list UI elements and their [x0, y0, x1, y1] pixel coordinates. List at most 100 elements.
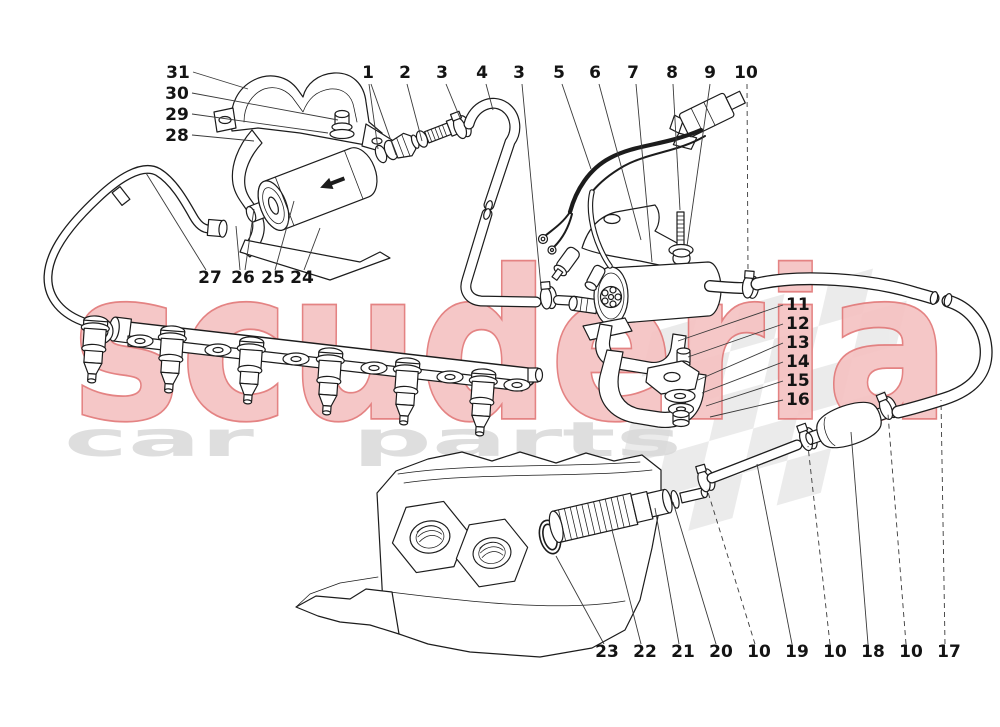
leader-line-16: [709, 399, 784, 418]
callout-16: 16: [786, 390, 810, 410]
line-art: [43, 72, 993, 658]
callout-28: 28: [165, 126, 189, 146]
leader-line-3: [445, 83, 461, 119]
callout-10: 10: [747, 642, 771, 662]
pump-inlet-fitting: [568, 295, 599, 315]
callout-13: 13: [786, 333, 810, 353]
leader-line-4: [485, 83, 494, 111]
leader-line-10: [706, 488, 756, 645]
callout-20: 20: [709, 642, 733, 662]
callout-10: 10: [823, 642, 847, 662]
leader-line-11: [677, 304, 784, 342]
fuel-pump: [593, 261, 940, 326]
leader-line-30: [191, 92, 339, 121]
leader-line-3: [521, 83, 542, 288]
leader-line-22: [611, 529, 642, 645]
leader-line-29: [191, 113, 329, 134]
hose-end-fitting: [206, 218, 228, 238]
callout-6: 6: [589, 63, 601, 83]
hose-collar: [111, 186, 131, 206]
callout-29: 29: [165, 105, 189, 125]
callout-10: 10: [734, 63, 758, 83]
callout-25: 25: [261, 268, 285, 288]
leader-line-15: [705, 380, 784, 407]
bracket-hole: [603, 213, 621, 225]
leader-line-10: [807, 445, 831, 645]
fuel-tank: [295, 451, 662, 658]
leader-line-25: [274, 200, 295, 271]
callout-23: 23: [595, 642, 619, 662]
leader-line-21: [654, 507, 680, 645]
callout-12: 12: [786, 314, 810, 334]
lower-fuel-pipe: [693, 389, 901, 494]
shield-nut: [672, 409, 690, 428]
mount-bolt: [668, 211, 694, 265]
rail-end-cap: [108, 316, 133, 344]
leader-line-2: [406, 83, 423, 142]
checker-cell: [763, 326, 819, 384]
fuel-filter-group: [239, 108, 475, 281]
filter-mount-plate: [239, 239, 391, 281]
terminal-boot: [584, 264, 606, 291]
leader-line-18: [850, 431, 869, 645]
leader-line-9: [686, 83, 711, 247]
leader-line-27: [145, 172, 207, 271]
callout-27: 27: [198, 268, 222, 288]
callout-24: 24: [290, 268, 314, 288]
heat-shield-group: [582, 317, 707, 429]
fuel-hose-loop: [891, 293, 993, 419]
callout-17: 17: [937, 642, 961, 662]
leader-line-7: [635, 83, 653, 263]
leader-line-24: [303, 227, 321, 271]
callout-14: 14: [786, 352, 810, 372]
checker-cell: [729, 293, 785, 352]
checker-cell: [709, 383, 764, 442]
flow-arrow: [320, 176, 346, 190]
fuel-rail-assembly: [43, 164, 544, 438]
mount-washer: [329, 128, 355, 140]
leader-line-12: [687, 323, 784, 358]
leader-line-14: [701, 361, 784, 394]
callout-3: 3: [436, 63, 448, 83]
checker-cell: [776, 447, 832, 506]
leader-line-23: [555, 555, 605, 645]
callout-19: 19: [785, 642, 809, 662]
callout-22: 22: [633, 642, 657, 662]
curved-fuel-pipe: [460, 97, 599, 315]
leader-line-1: [370, 83, 397, 156]
callout-9: 9: [704, 63, 716, 83]
leader-line-6: [598, 83, 642, 241]
callout-8: 8: [666, 63, 678, 83]
callout-1: 1: [362, 63, 374, 83]
callout-7: 7: [627, 63, 639, 83]
heat-shield-lower: [598, 349, 707, 429]
callout-30: 30: [165, 84, 189, 104]
leader-line-5: [561, 83, 592, 170]
union-fitting: [390, 132, 420, 159]
watermark-sub-car: car: [64, 412, 255, 468]
callout-18: 18: [861, 642, 885, 662]
leader-line-13: [697, 342, 784, 381]
in-tank-fuel-pump: [548, 487, 709, 544]
leader-line-28: [191, 134, 255, 142]
fuel-filter: [245, 147, 378, 231]
leader-line-31: [192, 71, 249, 90]
leader-line-10: [887, 413, 907, 645]
leader-line-8: [672, 83, 681, 211]
checker-cell: [852, 300, 907, 359]
callout-15: 15: [786, 371, 810, 391]
callout-21: 21: [671, 642, 695, 662]
terminal-boot: [551, 246, 580, 281]
rail-end-nub: [527, 367, 544, 383]
threaded-union: [424, 117, 461, 144]
checker-cell: [654, 441, 710, 499]
leader-line-19: [756, 463, 793, 645]
callout-2: 2: [399, 63, 411, 83]
leader-line-1: [368, 83, 379, 150]
callout-5: 5: [553, 63, 565, 83]
callout-3: 3: [513, 63, 525, 83]
callout-11: 11: [786, 295, 810, 315]
